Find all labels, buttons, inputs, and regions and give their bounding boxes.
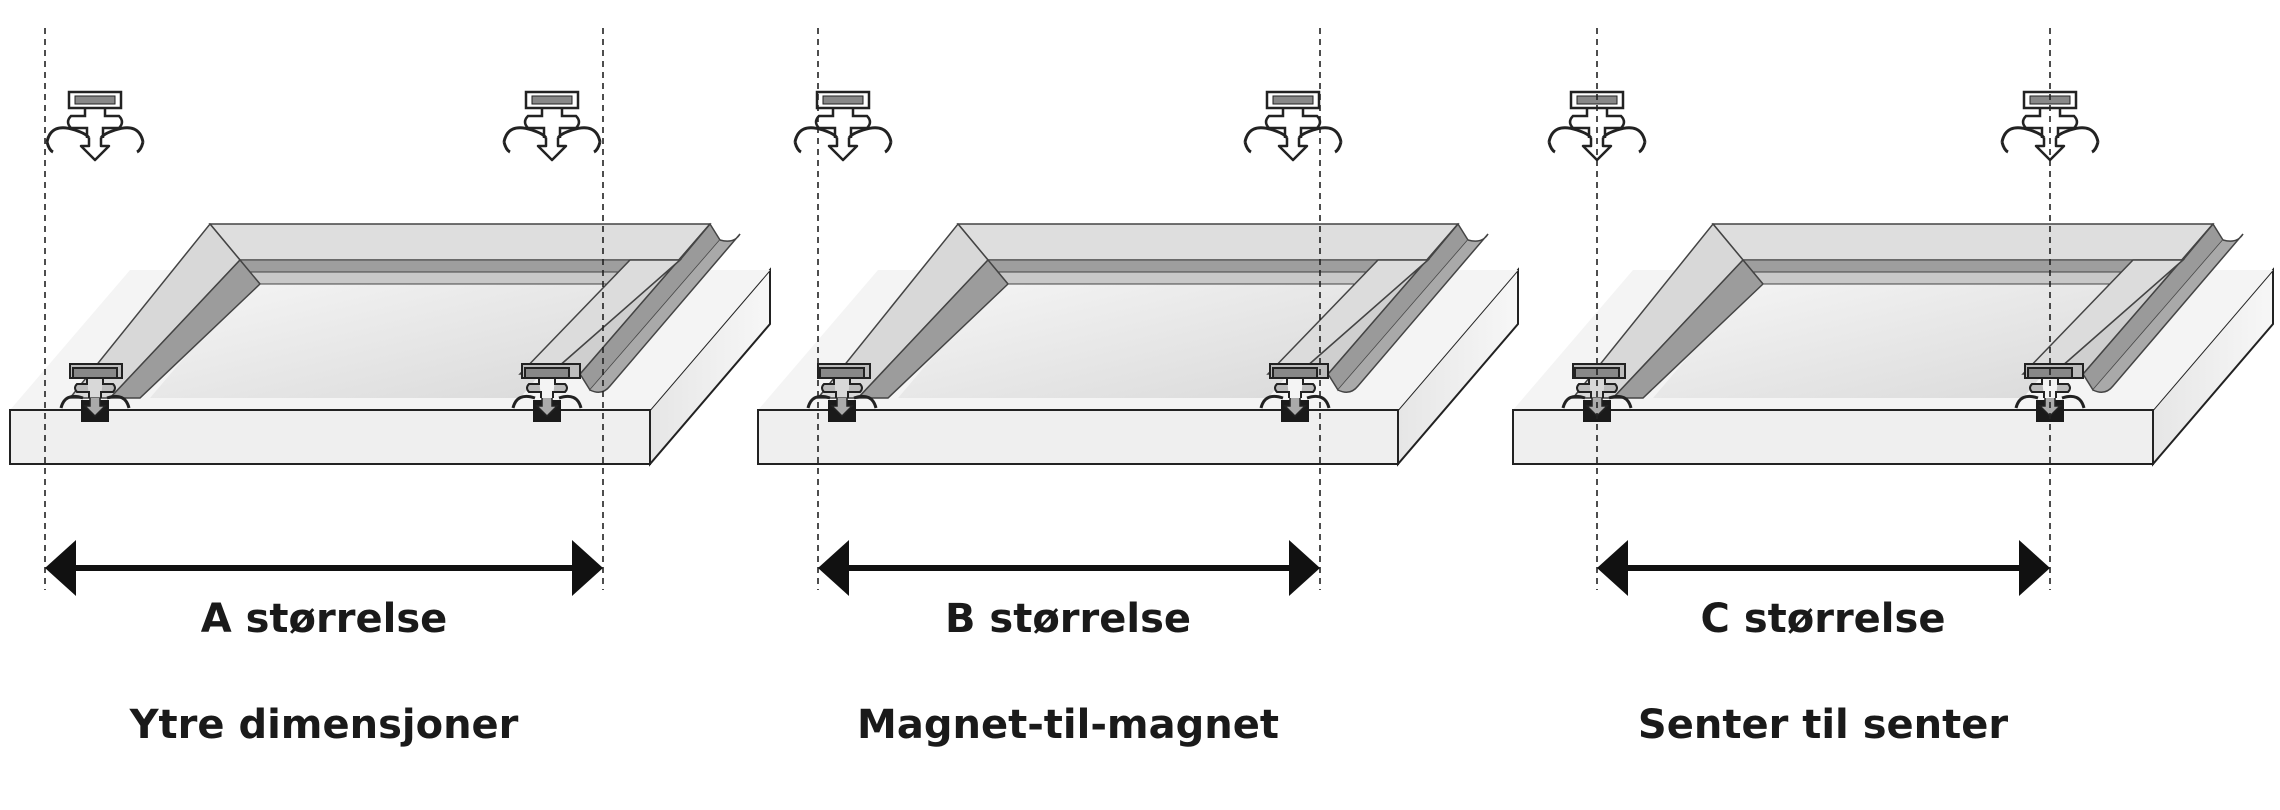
gasket-profile-icon-left-a (45, 90, 145, 162)
board-frame-illustration-c (1512, 223, 2274, 465)
dimension-arrow-a (45, 540, 603, 596)
panel-a: A størrelse Ytre dimensjoner (9, 28, 771, 748)
panel-c: C størrelse Senter til senter (1512, 28, 2274, 748)
size-label-c: C størrelse (1701, 596, 1946, 642)
description-label-b: Magnet-til-magnet (857, 702, 1279, 748)
gasket-profile-icon-right-a (502, 90, 602, 162)
dimension-arrow-b (818, 540, 1320, 596)
size-label-a: A størrelse (201, 596, 448, 642)
description-label-a: Ytre dimensjoner (129, 702, 519, 748)
dimension-arrow-c (1597, 540, 2050, 596)
board-frame-illustration-a (9, 223, 771, 465)
description-label-c: Senter til senter (1638, 702, 2008, 748)
gasket-profile-icon-left-b (793, 90, 893, 162)
panel-b: B størrelse Magnet-til-magnet (757, 28, 1519, 748)
board-frame-illustration-b (757, 223, 1519, 465)
size-label-b: B størrelse (945, 596, 1191, 642)
gasket-profile-icon-right-b (1243, 90, 1343, 162)
